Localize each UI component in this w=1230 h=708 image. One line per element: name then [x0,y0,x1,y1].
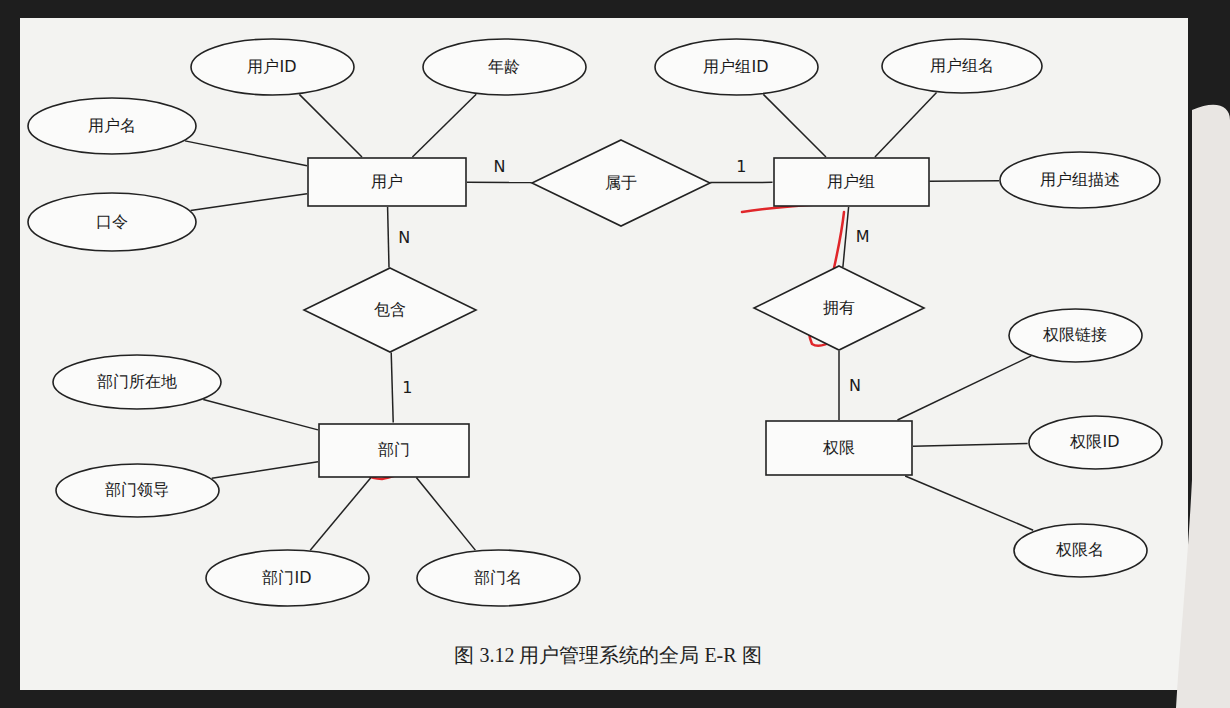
node-label: 口令 [96,212,128,231]
connector-line [299,94,362,157]
attribute-ellipse: 用户组名 [881,38,1043,94]
connector-line [416,478,475,551]
ellipse-outline [1029,416,1162,469]
connector-line [897,356,1031,420]
entity-box: 权限 [765,420,913,476]
attribute-ellipse: 部门所在地 [52,354,222,410]
node-label: 用户组描述 [1040,170,1120,189]
figure-caption: 图 3.12 用户管理系统的全局 E-R 图 [454,642,761,669]
connector-line [930,180,1000,182]
ellipse-outline [28,98,196,154]
connector-line [763,94,826,157]
entity-box: 用户 [307,157,467,207]
rect-outline [319,424,469,477]
attribute-ellipse: 部门名 [416,549,581,607]
ellipse-outline [191,39,354,95]
ellipse-outline [1009,309,1142,362]
connector-line [838,351,840,420]
cardinality-label: M [856,227,870,246]
cardinality-label: N [493,157,505,176]
ellipse-outline [1000,152,1160,208]
node-label: 属于 [605,173,637,192]
diamond-outline [532,140,710,226]
presenter-shirt [1176,105,1230,708]
ellipse-outline [28,193,196,251]
node-label: 用户组名 [930,56,994,75]
entity-box: 用户组 [773,157,930,207]
ellipse-outline [417,550,580,606]
attribute-ellipse: 部门ID [205,549,370,607]
node-label: 用户组ID [703,57,768,76]
connector-line [913,444,1028,447]
screen-panel [20,18,1188,690]
attribute-ellipse: 用户组ID [654,38,819,96]
cardinality-label: 1 [402,378,412,397]
ellipse-outline [655,39,818,95]
attribute-ellipse: 年龄 [422,38,587,96]
connector-line [212,462,318,479]
node-label: 权限链接 [1043,325,1107,344]
connector-line [185,141,307,166]
node-label: 部门名 [474,568,522,587]
connector-line [388,207,389,267]
connector-line [412,94,476,157]
node-label: 部门所在地 [97,372,177,391]
node-label: 权限名 [1056,540,1104,559]
ellipse-outline [206,550,369,606]
rect-outline [774,158,929,206]
attribute-ellipse: 用户组描述 [999,151,1161,209]
node-label: 用户 [371,172,403,191]
cardinality-label: N [849,376,861,395]
attribute-ellipse: 权限ID [1028,415,1163,470]
node-label: 权限ID [1070,432,1119,451]
rect-outline [766,421,912,475]
ellipse-outline [882,39,1042,93]
ellipse-outline [56,464,219,517]
connector-line [843,207,849,267]
relationship-diamond: 拥有 [753,265,925,351]
node-label: 年龄 [488,57,520,76]
relationship-diamond: 包含 [303,267,477,353]
cardinality-label: 1 [736,157,746,176]
node-label: 包含 [374,300,406,319]
rect-outline [308,158,466,206]
node-label: 部门ID [262,568,311,587]
connector-line [310,478,371,551]
diamond-outline [754,266,924,350]
connector-line [905,476,1033,530]
entity-box: 部门 [318,423,470,478]
connector-line [875,93,937,157]
node-label: 拥有 [823,298,855,317]
cardinality-label: N [398,228,410,247]
node-label: 用户组 [827,172,875,191]
ellipse-outline [1014,524,1147,577]
attribute-ellipse: 用户名 [27,97,197,155]
node-label: 用户名 [88,116,136,135]
connector-line [467,182,532,184]
relationship-diamond: 属于 [531,139,711,227]
node-label: 权限 [823,438,855,457]
connector-line [710,182,772,184]
connector-line [391,352,393,422]
attribute-ellipse: 用户ID [190,38,355,96]
ellipse-outline [53,355,221,409]
attribute-ellipse: 口令 [27,192,197,252]
diamond-outline [304,268,476,352]
connector-line [203,400,318,430]
ellipse-outline [423,39,586,95]
attribute-ellipse: 权限名 [1013,523,1148,578]
red-annotation [834,212,844,268]
attribute-ellipse: 权限链接 [1008,308,1143,363]
node-label: 部门领导 [105,480,169,499]
attribute-ellipse: 部门领导 [55,463,220,518]
node-label: 部门 [378,440,410,459]
node-label: 用户ID [247,57,296,76]
connector-line [191,194,307,211]
